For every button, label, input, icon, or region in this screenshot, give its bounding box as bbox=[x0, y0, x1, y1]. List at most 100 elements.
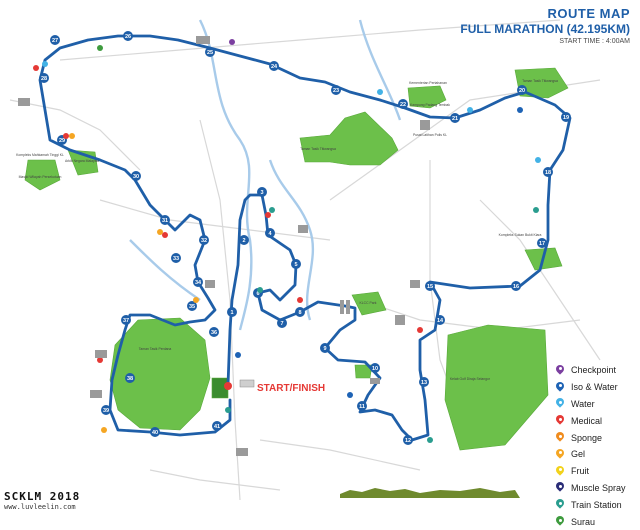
km-marker: 21 bbox=[450, 113, 460, 123]
svg-text:9: 9 bbox=[323, 346, 326, 352]
park-masjid-wilayah bbox=[24, 159, 61, 191]
svg-text:2: 2 bbox=[242, 238, 245, 244]
svg-text:30: 30 bbox=[133, 174, 139, 180]
parks bbox=[24, 67, 569, 451]
svg-text:31: 31 bbox=[162, 218, 168, 224]
water-icon bbox=[556, 398, 564, 409]
km-marker: 34 bbox=[193, 277, 203, 287]
muscle-spray-icon bbox=[556, 482, 564, 493]
legend-item-sponge: Sponge bbox=[556, 429, 640, 446]
svg-text:3: 3 bbox=[260, 190, 263, 196]
svg-text:17: 17 bbox=[539, 241, 545, 247]
km-marker: 11 bbox=[357, 401, 367, 411]
landmark-icon bbox=[420, 120, 430, 130]
landmark-icon bbox=[370, 378, 380, 384]
map-title: ROUTE MAP FULL MARATHON (42.195KM) START… bbox=[430, 6, 630, 45]
svg-text:1: 1 bbox=[230, 310, 233, 316]
km-marker: 30 bbox=[131, 171, 141, 181]
park-kampung-padang-tembak bbox=[407, 85, 447, 109]
legend-item-water: Water bbox=[556, 396, 640, 413]
medical-icon bbox=[556, 415, 564, 426]
km-marker: 20 bbox=[517, 85, 527, 95]
gel-pin bbox=[69, 133, 199, 433]
km-marker: 1 bbox=[227, 307, 237, 317]
train-station-pin bbox=[225, 207, 539, 443]
start-finish-label: START/FINISH bbox=[257, 383, 326, 394]
svg-text:7: 7 bbox=[280, 321, 283, 327]
watermark: SCKLM 2018 www.luvleelin.com bbox=[4, 490, 80, 511]
svg-text:38: 38 bbox=[127, 376, 133, 382]
km-marker: 23 bbox=[331, 85, 341, 95]
landmark-icon bbox=[205, 280, 215, 288]
gel-icon bbox=[556, 449, 564, 460]
landmark-icon bbox=[236, 448, 248, 456]
svg-text:22: 22 bbox=[400, 102, 406, 108]
svg-text:36: 36 bbox=[211, 330, 217, 336]
km-marker: 7 bbox=[277, 318, 287, 328]
landmark-icon bbox=[196, 36, 210, 44]
legend-item-train-station: Train Station bbox=[556, 496, 640, 513]
waypoint-pins bbox=[33, 39, 541, 443]
km-marker: 32 bbox=[199, 235, 209, 245]
water-pin bbox=[42, 61, 541, 163]
km-marker: 4 bbox=[265, 228, 275, 238]
svg-text:6: 6 bbox=[256, 291, 259, 297]
km-marker: 37 bbox=[121, 315, 131, 325]
svg-text:13: 13 bbox=[421, 380, 427, 386]
km-marker: 5 bbox=[291, 259, 301, 269]
landmark-icon bbox=[346, 300, 350, 314]
landmark-icons bbox=[18, 36, 430, 456]
legend-item-checkpoint: Checkpoint bbox=[556, 362, 640, 379]
legend-item-medical: Medical bbox=[556, 412, 640, 429]
start-finish-marker bbox=[224, 379, 255, 390]
km-marker: 3 bbox=[257, 187, 267, 197]
title-distance: FULL MARATHON (42.195KM) bbox=[460, 22, 630, 36]
svg-text:14: 14 bbox=[437, 318, 444, 324]
background-roads bbox=[9, 19, 601, 501]
km-marker: 17 bbox=[537, 238, 547, 248]
km-marker: 12 bbox=[403, 435, 413, 445]
svg-text:20: 20 bbox=[519, 88, 525, 94]
svg-text:4: 4 bbox=[268, 231, 272, 237]
title-route-map: ROUTE MAP bbox=[547, 6, 630, 21]
landmark-icon bbox=[410, 280, 420, 288]
svg-text:23: 23 bbox=[333, 88, 339, 94]
km-marker: 35 bbox=[187, 301, 197, 311]
svg-text:32: 32 bbox=[201, 238, 207, 244]
km-marker: 28 bbox=[39, 73, 49, 83]
svg-text:25: 25 bbox=[207, 50, 213, 56]
km-markers: 1 2 3 4 5 6 7 8 9 10 11 12 13 14 15 16 1… bbox=[39, 31, 571, 445]
svg-text:18: 18 bbox=[545, 170, 551, 176]
park-titiwangsa bbox=[299, 111, 399, 166]
km-marker: 24 bbox=[269, 61, 279, 71]
legend-item-muscle-spray: Muscle Spray bbox=[556, 480, 640, 497]
legend-item-fruit: Fruit bbox=[556, 463, 640, 480]
svg-text:24: 24 bbox=[271, 64, 278, 70]
km-marker: 40 bbox=[150, 427, 160, 437]
km-marker: 39 bbox=[101, 405, 111, 415]
km-marker: 14 bbox=[435, 315, 445, 325]
svg-text:35: 35 bbox=[189, 304, 195, 310]
watermark-url: www.luvleelin.com bbox=[4, 503, 76, 511]
park-start-area bbox=[211, 377, 229, 399]
watermark-name: SCKLM 2018 bbox=[4, 490, 81, 503]
legend-item-iso-water: Iso & Water bbox=[556, 379, 640, 396]
sponge-icon bbox=[556, 432, 564, 443]
km-marker: 41 bbox=[212, 421, 222, 431]
route-map: 1 2 3 4 5 6 7 8 9 10 11 12 13 14 15 16 1… bbox=[9, 19, 601, 501]
landmark-icon bbox=[18, 98, 30, 106]
checkpoint-pin bbox=[97, 39, 271, 218]
park-klcc bbox=[351, 291, 387, 316]
svg-text:41: 41 bbox=[214, 424, 220, 430]
svg-text:34: 34 bbox=[195, 280, 202, 286]
km-marker: 33 bbox=[171, 253, 181, 263]
landmark-icon bbox=[95, 350, 107, 358]
svg-text:28: 28 bbox=[41, 76, 47, 82]
km-marker: 9 bbox=[320, 343, 330, 353]
rivers bbox=[129, 19, 402, 331]
svg-text:19: 19 bbox=[563, 115, 569, 121]
km-marker: 16 bbox=[511, 281, 521, 291]
svg-text:29: 29 bbox=[59, 138, 65, 144]
svg-text:16: 16 bbox=[513, 284, 519, 290]
svg-text:11: 11 bbox=[359, 404, 365, 410]
